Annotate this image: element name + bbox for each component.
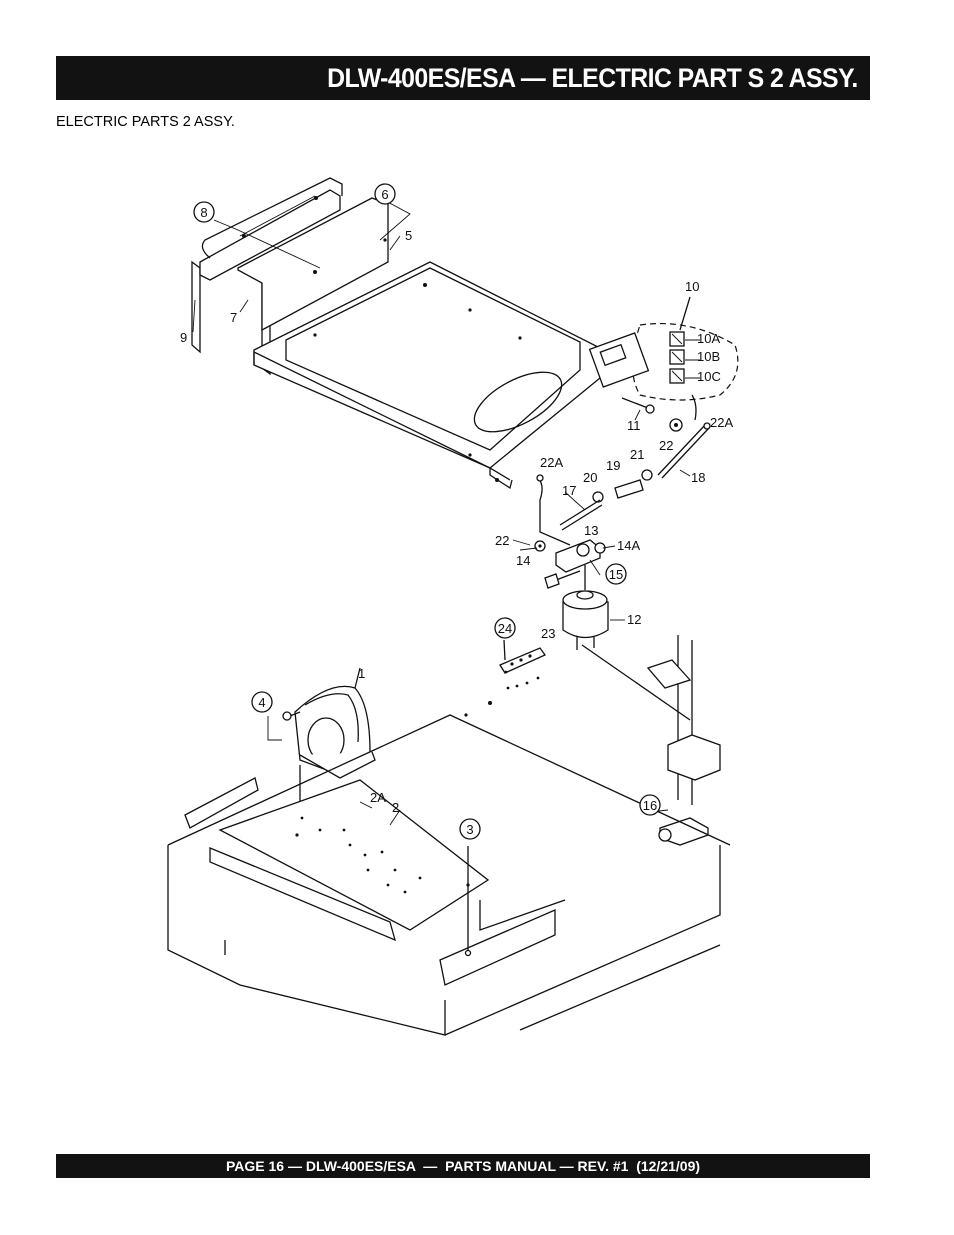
callout-labels: 8 6 5 7 9 10 10A 10B 10C 11 22A 22 22A 2…: [180, 183, 733, 840]
footer-bar: PAGE 16 — DLW-400ES/ESA — PARTS MANUAL —…: [56, 1154, 870, 1178]
callout-22a-right: 22A: [710, 415, 733, 430]
callout-10c: 10C: [697, 369, 721, 384]
callout-2: 2: [392, 800, 399, 815]
callout-7: 7: [230, 310, 237, 325]
switch-assembly-10: [588, 296, 739, 414]
callout-6: 6: [381, 187, 388, 202]
bracket-part-8: [191, 177, 343, 354]
callout-3: 3: [466, 822, 473, 837]
callout-1: 1: [358, 666, 365, 681]
callout-24: 24: [498, 621, 512, 636]
control-panel-tray: [237, 197, 601, 490]
callout-14a: 14A: [617, 538, 640, 553]
callout-4: 4: [258, 695, 265, 710]
base-frame: [167, 644, 731, 1036]
callout-22a-left: 22A: [540, 455, 563, 470]
callout-18: 18: [691, 470, 705, 485]
callout-22-lower: 22: [495, 533, 509, 548]
page-title: DLW-400ES/ESA — ELECTRIC PART S 2 ASSY.: [327, 62, 858, 93]
callout-23: 23: [541, 626, 555, 641]
callout-19: 19: [606, 458, 620, 473]
leader-lines: [192, 199, 700, 826]
callout-21: 21: [630, 447, 644, 462]
bracket-part-16: [646, 635, 721, 846]
title-bar: DLW-400ES/ESA — ELECTRIC PART S 2 ASSY.: [56, 56, 870, 100]
capacitor-part-12: [562, 590, 609, 650]
callout-14: 14: [516, 553, 530, 568]
callout-20: 20: [583, 470, 597, 485]
callout-16: 16: [643, 798, 657, 813]
callout-9: 9: [180, 330, 187, 345]
callout-22-upper: 22: [659, 438, 673, 453]
callout-10: 10: [685, 279, 699, 294]
callout-17: 17: [562, 483, 576, 498]
exploded-parts-diagram: 8 6 5 7 9 10 10A 10B 10C 11 22A 22 22A 2…: [167, 177, 739, 1036]
section-subtitle: ELECTRIC PARTS 2 ASSY.: [56, 114, 235, 130]
callout-11: 11: [627, 418, 641, 433]
callout-5: 5: [405, 228, 412, 243]
callout-13: 13: [584, 523, 598, 538]
callout-12: 12: [627, 612, 641, 627]
callout-15: 15: [609, 567, 623, 582]
callout-10b: 10B: [697, 349, 720, 364]
callout-2a: 2A: [370, 790, 386, 805]
rod-assembly: [534, 394, 711, 590]
callout-8: 8: [200, 205, 207, 220]
footer-text: PAGE 16 — DLW-400ES/ESA — PARTS MANUAL —…: [225, 1158, 701, 1174]
terminal-strip-24: [499, 639, 546, 690]
callout-10a: 10A: [697, 331, 720, 346]
transformer-part-1: [282, 667, 376, 840]
